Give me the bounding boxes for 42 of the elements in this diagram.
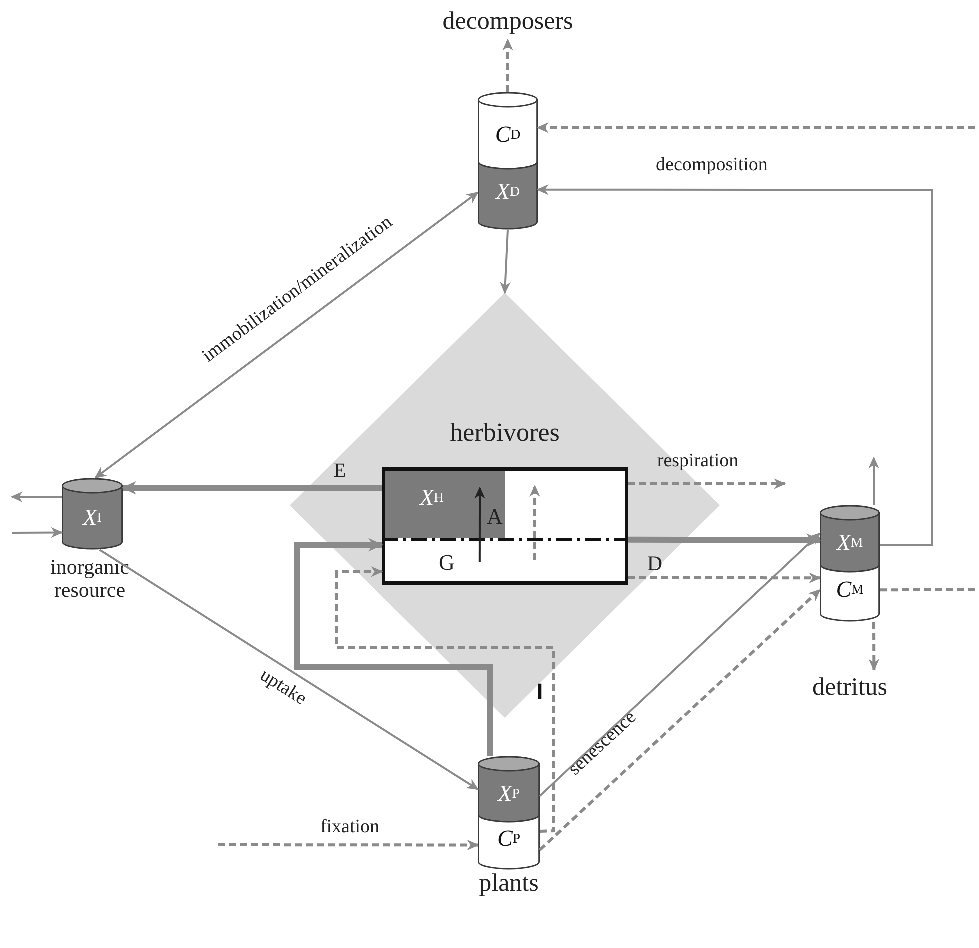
edge-label: E xyxy=(334,460,346,482)
node-caption: plants xyxy=(478,870,540,898)
edge-label: decomposition xyxy=(656,156,768,176)
node-caption: inorganic resource xyxy=(50,556,130,602)
group-title: herbivores xyxy=(449,416,561,449)
thick-arrow xyxy=(628,534,822,548)
arrow xyxy=(868,456,880,505)
node-label: decomposers xyxy=(430,4,586,40)
arrow xyxy=(12,527,64,538)
storage-cylinder-top xyxy=(478,92,538,170)
node-label: detritus xyxy=(795,670,905,706)
storage-cylinder xyxy=(62,478,123,550)
storage-cylinder-bottom xyxy=(478,162,538,230)
dashed-arrow xyxy=(868,622,880,672)
dashed-arrow xyxy=(502,38,514,92)
edge-label: D xyxy=(647,552,663,576)
compartment-box xyxy=(382,467,628,585)
edge-label: fixation xyxy=(320,818,380,838)
thick-arrow xyxy=(122,481,382,495)
arrow xyxy=(10,492,62,502)
dashed-arrow xyxy=(628,478,786,490)
arrow xyxy=(474,486,486,562)
storage-cylinder-top xyxy=(820,505,880,573)
arrow xyxy=(539,532,821,797)
edge-label: A xyxy=(487,504,503,530)
arrow xyxy=(99,549,480,790)
thick-arrow xyxy=(294,538,494,756)
storage-cylinder-bottom xyxy=(478,815,540,870)
dashed-arrow xyxy=(628,572,822,584)
dashed-arrow xyxy=(530,484,540,560)
storage-cylinder-top xyxy=(478,756,540,823)
arrow xyxy=(94,192,479,479)
edge-label: respiration xyxy=(657,452,739,472)
arrow xyxy=(536,184,933,546)
compartment-label: G xyxy=(439,550,455,576)
dashed-arrow xyxy=(336,566,556,833)
storage-cylinder-bottom xyxy=(820,565,880,622)
dashed-arrow xyxy=(536,122,975,134)
edge-label: I xyxy=(536,680,544,704)
arrow xyxy=(500,230,511,294)
dashed-arrow xyxy=(218,840,480,851)
dashed-arrow xyxy=(538,588,822,852)
